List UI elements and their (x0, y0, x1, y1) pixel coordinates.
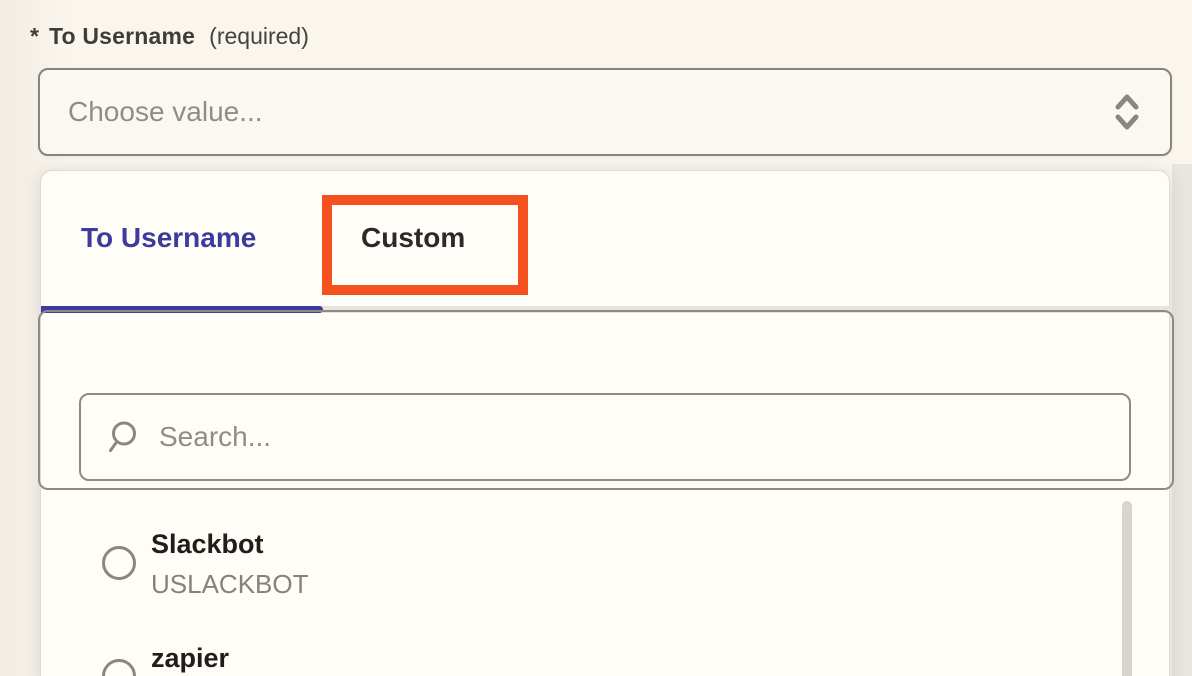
page-background-strip (1172, 164, 1192, 676)
option-title: Slackbot (151, 529, 264, 559)
radio-circle-icon[interactable] (102, 546, 136, 580)
dropdown-panel: To Username Custom Slackbot USLACKBOT za… (38, 170, 1174, 676)
required-note: (required) (209, 23, 309, 49)
field-label: * To Username (required) (30, 22, 309, 50)
scrollbar-thumb[interactable] (1122, 501, 1132, 676)
tab-underline-track (41, 306, 1171, 313)
tab-custom[interactable]: Custom (361, 222, 466, 253)
field-label-text: To Username (48, 23, 196, 49)
tab-to-username[interactable]: To Username (81, 222, 257, 253)
option-row-slackbot[interactable]: Slackbot USLACKBOT (41, 511, 1111, 611)
search-input[interactable] (159, 421, 1105, 453)
option-row-zapier[interactable]: zapier (41, 626, 1111, 676)
radio-circle-icon[interactable] (102, 659, 136, 676)
search-icon (105, 419, 141, 455)
combobox[interactable]: Choose value... (38, 68, 1172, 156)
combobox-placeholder: Choose value... (68, 96, 263, 127)
search-box[interactable] (79, 393, 1131, 481)
option-subtitle: USLACKBOT (151, 569, 309, 599)
required-asterisk: * (30, 23, 39, 49)
content-outline (38, 310, 1174, 490)
tab-underline-active (41, 306, 323, 313)
chevron-up-down-icon[interactable] (1112, 90, 1142, 134)
option-title: zapier (151, 643, 230, 673)
